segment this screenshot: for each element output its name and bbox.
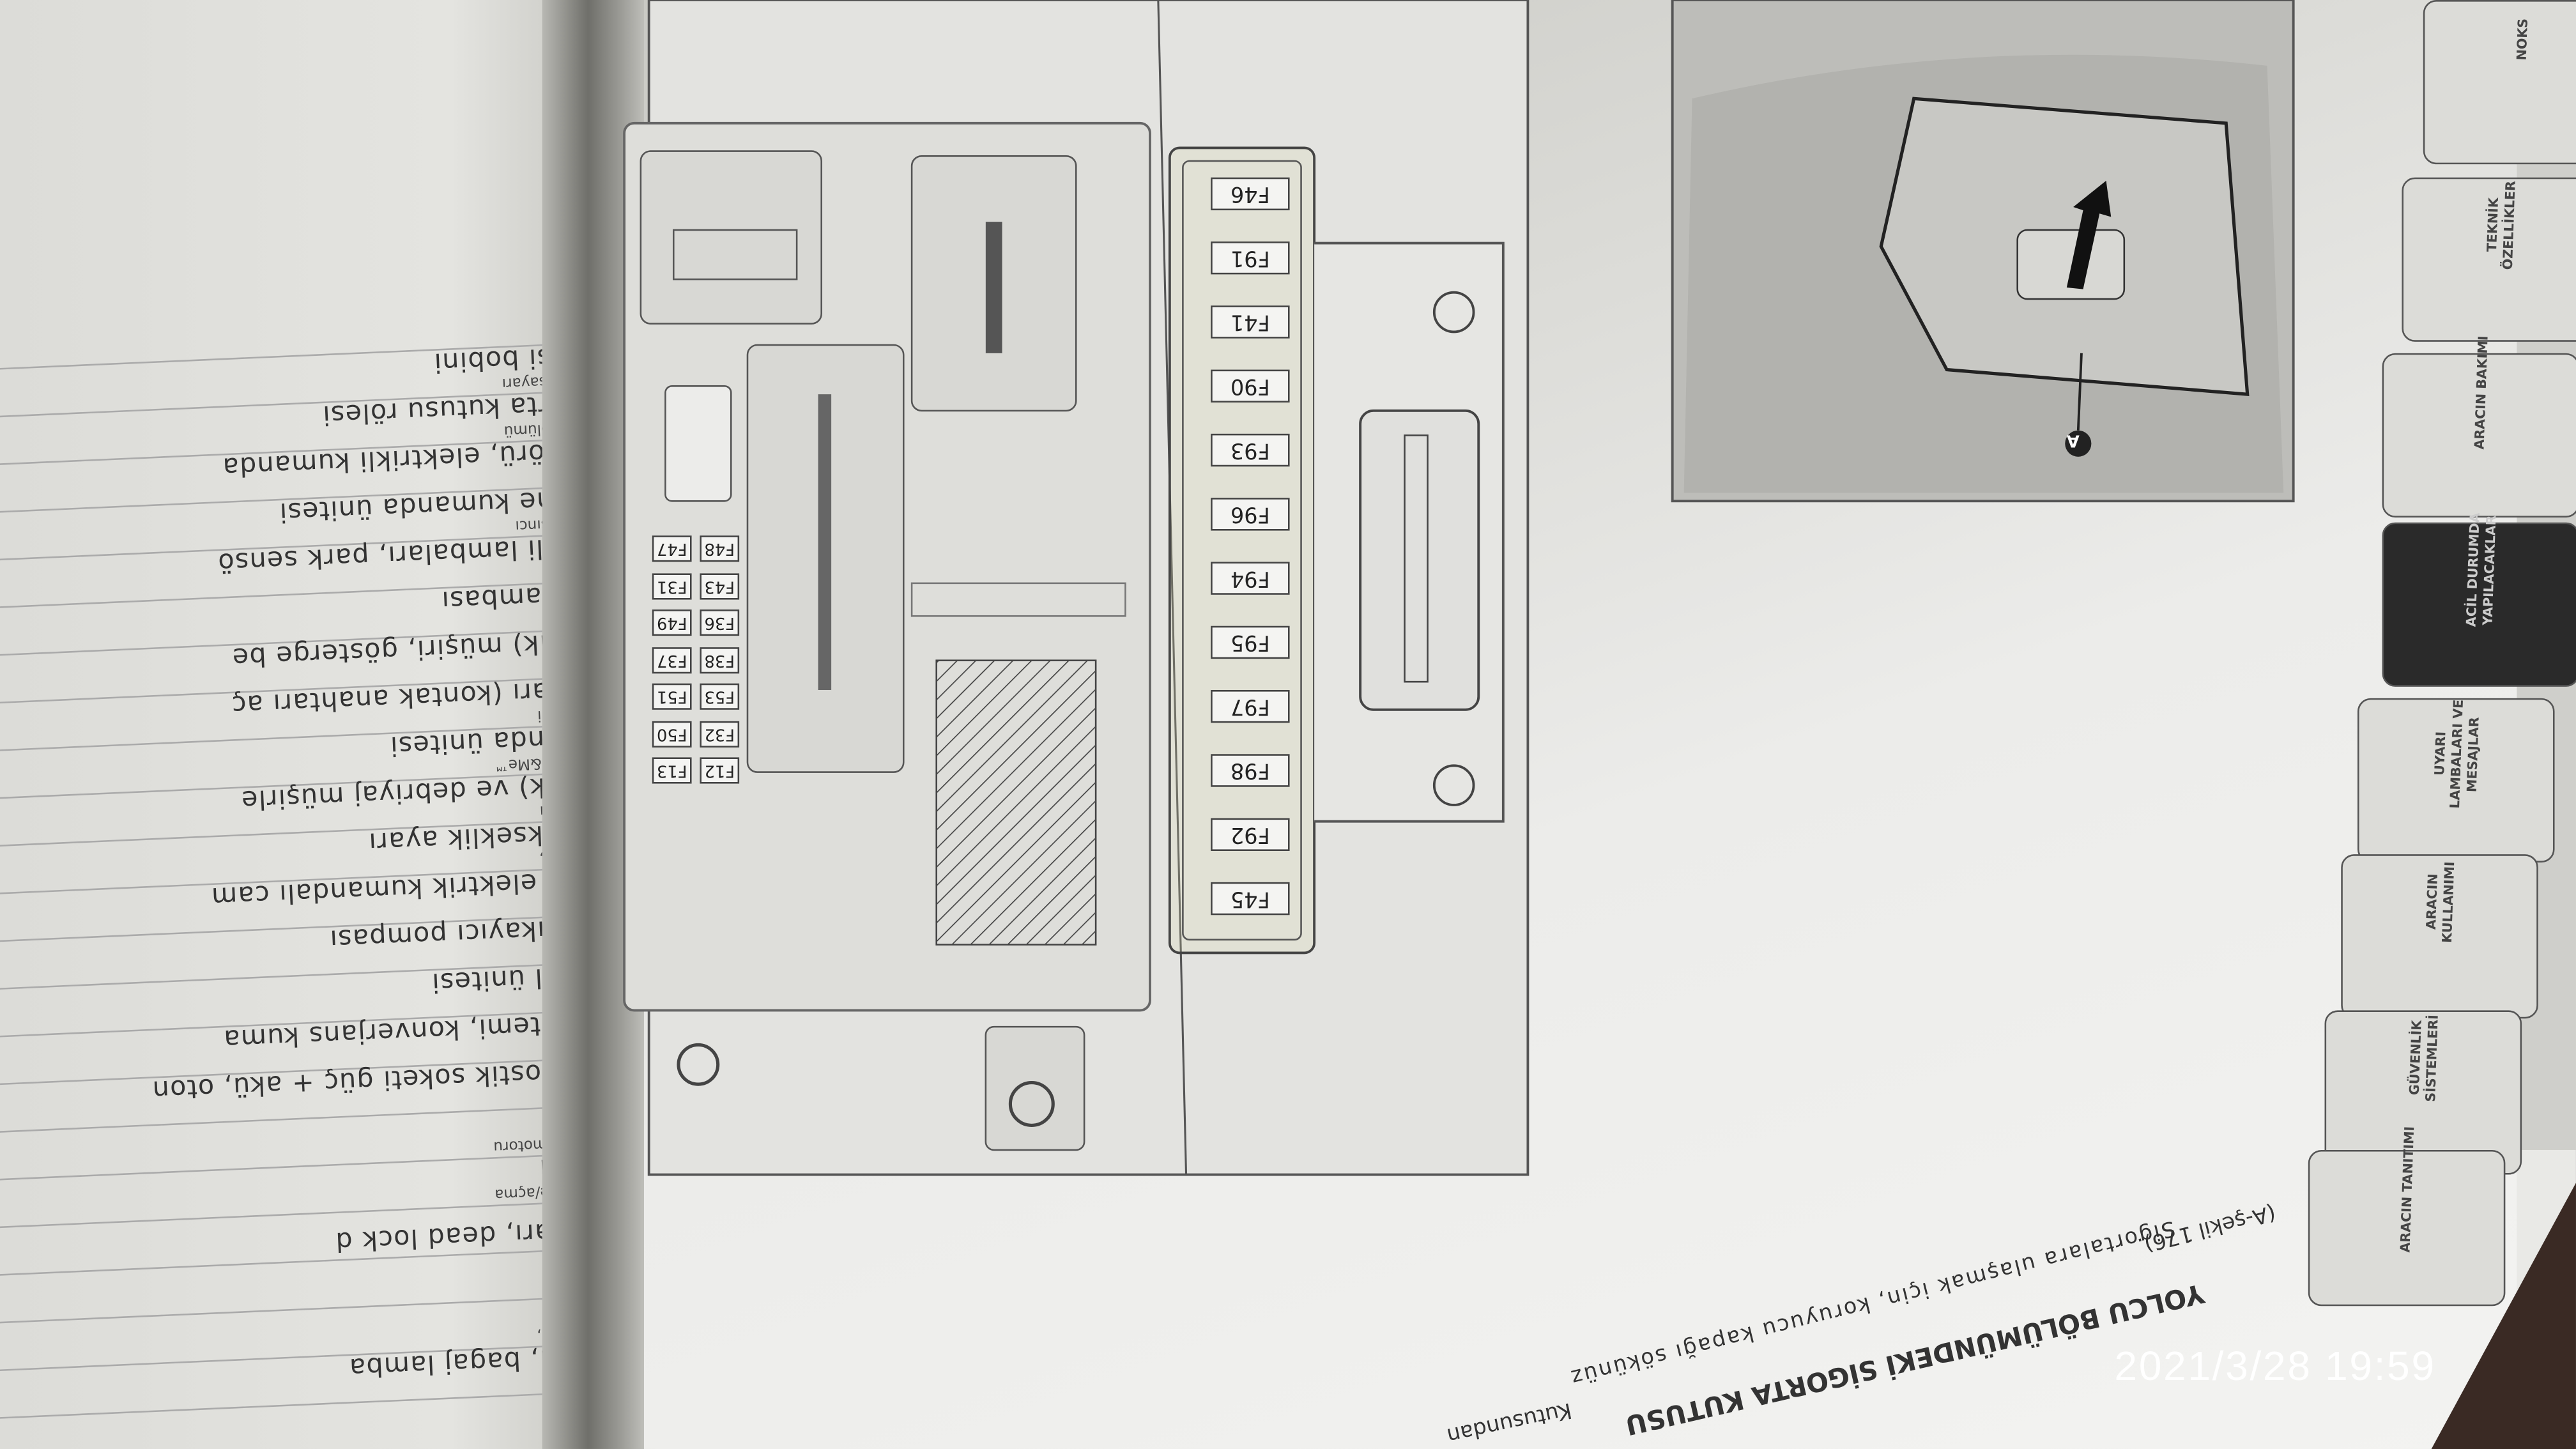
hatched-area (935, 659, 1097, 946)
fuse-label: F91 (1211, 241, 1290, 275)
fuse-label: F47 (652, 535, 692, 562)
fuse-label: F12 (700, 757, 740, 784)
connector (640, 150, 822, 325)
fuse-label: F93 (1211, 433, 1290, 467)
fuse-label: F97 (1211, 689, 1290, 723)
callout-label: A (2066, 430, 2080, 448)
left-page: Sağ kısa farÖn tavanlambası, bagaj lamba… (0, 0, 644, 1449)
fuse-label: F46 (1211, 177, 1290, 211)
arrow-icon (2066, 180, 2112, 289)
chapter-tab-label: GÜVENLİK SİSTEMLERİ (2407, 1014, 2441, 1103)
chapter-tab[interactable]: NOKS (2423, 0, 2576, 165)
fuse-label: F53 (700, 683, 740, 710)
chapter-tab[interactable]: ACİL DURUMDA YAPILACAKLAR (2382, 512, 2576, 687)
fuse-label: F50 (652, 720, 692, 747)
chapter-tab[interactable]: ARACIN BAKIMI (2382, 335, 2576, 518)
chapter-tab-label: TEKNİK ÖZELLİKLER (2485, 180, 2518, 270)
fuse-holder (1168, 146, 1316, 954)
fuse-label: F94 (1211, 562, 1290, 595)
fuse-label: F51 (652, 683, 692, 710)
fuse-label: F98 (1211, 754, 1290, 787)
fuse-label: F41 (1211, 305, 1290, 339)
fuse-label: F48 (700, 535, 740, 562)
chapter-tab-label: ARACIN KULLANIMI (2423, 861, 2458, 944)
chapter-tab[interactable]: ARACIN KULLANIMI (2341, 854, 2538, 1019)
fuse-label: F45 (1211, 882, 1290, 916)
fuse-label: F13 (652, 757, 692, 784)
chapter-tab[interactable]: UYARI LAMBALARI VE MESAJLAR (2357, 698, 2555, 862)
chapter-tab[interactable]: GÜVENLİK SİSTEMLERİ (2324, 1010, 2522, 1175)
chapter-tab[interactable]: TEKNİK ÖZELLİKLER (2402, 177, 2576, 342)
fuse-label: F49 (652, 609, 692, 636)
fuse-label: F31 (652, 572, 692, 599)
chapter-tab-label: UYARI LAMBALARI VE MESAJLAR (2432, 699, 2482, 809)
fuse-label: F96 (1211, 498, 1290, 531)
fuse-label: F92 (1211, 818, 1290, 851)
chapter-tab[interactable]: ARACIN TANITIMI (2308, 1126, 2506, 1307)
chapter-tab-label: ACİL DURUMDA YAPILACAKLAR (2464, 512, 2499, 627)
fuse-label: F36 (700, 609, 740, 636)
fuse-label: F32 (700, 720, 740, 747)
fuse-label: F95 (1211, 625, 1290, 659)
fuse-label: F38 (700, 646, 740, 673)
fuse-label: F90 (1211, 369, 1290, 402)
fuse-label: F37 (652, 646, 692, 673)
chapter-tab-label: NOKS (2514, 18, 2531, 61)
photo-timestamp: 2021/3/28 19:59 (2114, 1344, 2436, 1390)
obd-connector (1359, 409, 1480, 711)
fuse-label: F43 (700, 572, 740, 599)
